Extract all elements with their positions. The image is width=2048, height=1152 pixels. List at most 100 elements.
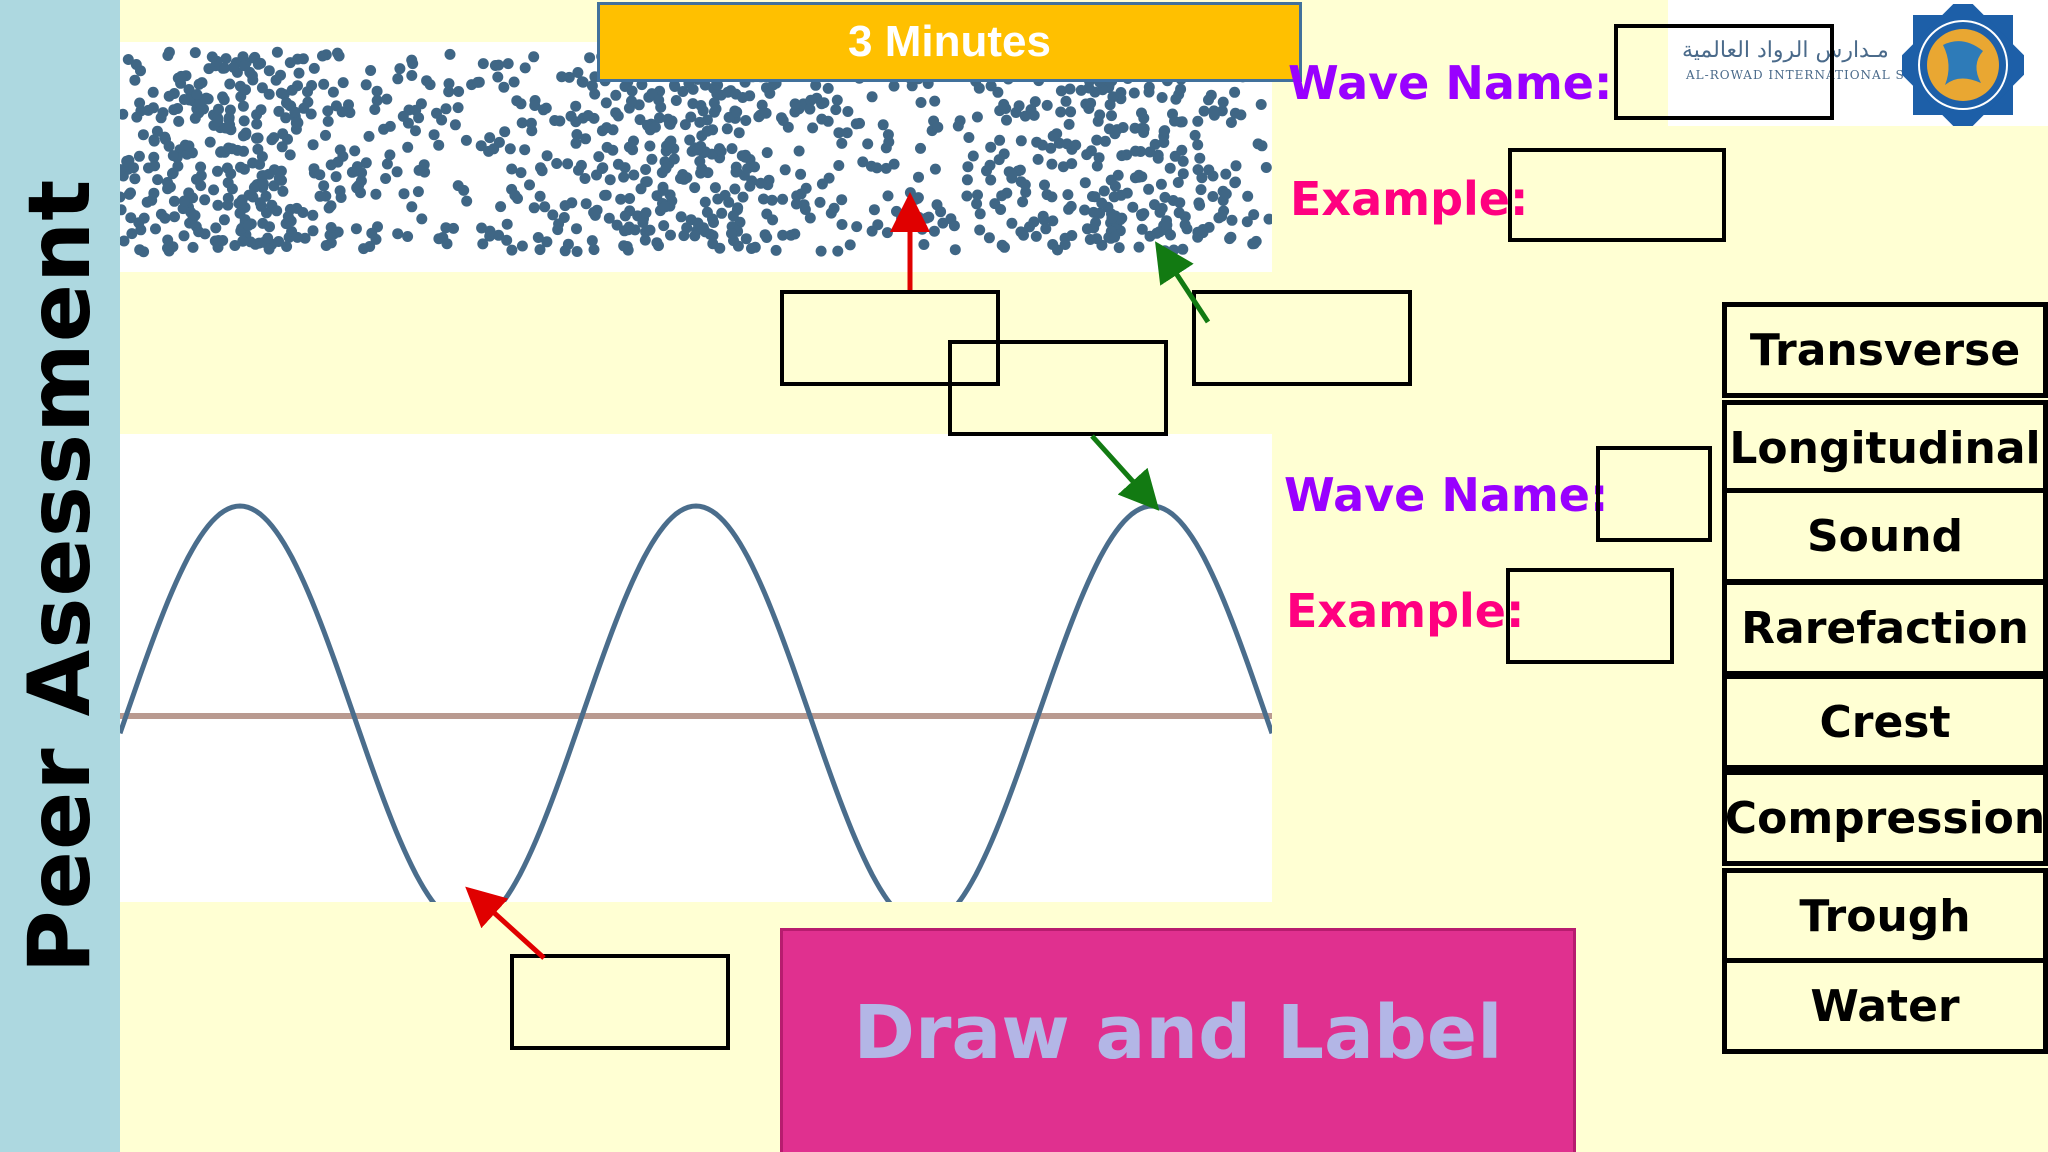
particle-dot [1197,227,1209,239]
particle-dot [208,184,220,196]
particle-dot [117,108,129,120]
particle-dot [220,53,232,65]
particle-dot [236,194,248,206]
particle-dot [1174,197,1186,209]
top-wave-name-blank[interactable] [1614,24,1834,120]
compression-label-blank[interactable] [1192,290,1412,386]
particle-dot [588,207,600,218]
particle-dot [689,230,701,242]
middle-wave-name-blank[interactable] [1596,446,1712,542]
particle-dot [237,235,249,247]
particle-dot [668,153,680,165]
particle-dot [1081,149,1093,161]
particle-dot [262,232,274,244]
particle-dot [325,200,337,212]
particle-dot [737,191,749,203]
word-water[interactable]: Water [1722,958,2048,1054]
particle-dot [996,190,1008,202]
timer-banner: 3 Minutes [597,2,1302,82]
particle-dot [659,201,671,213]
word-rarefaction[interactable]: Rarefaction [1722,580,2048,676]
particle-dot [448,222,459,234]
word-compression[interactable]: Compression [1722,770,2048,866]
particle-dot [992,86,1004,98]
particle-dot [217,91,229,103]
particle-dot [974,224,986,236]
particle-dot [610,107,622,119]
particle-dot [1161,219,1173,231]
particle-dot [1226,214,1238,226]
word-transverse[interactable]: Transverse [1722,302,2048,398]
particle-dot [515,167,527,179]
particle-dot [270,74,282,86]
particle-dot [257,178,269,190]
particle-dot [759,229,771,241]
particle-dot [142,104,154,116]
particle-dot [1117,122,1129,133]
particle-dot [1098,185,1110,197]
particle-dot [1194,199,1206,211]
particle-dot [263,243,275,255]
particle-dot [857,156,869,168]
particle-dot [559,200,571,212]
particle-dot [804,212,816,224]
particle-dot [1216,210,1228,222]
particle-dot [675,211,687,223]
particle-dot [159,212,171,224]
particle-dot [157,107,169,119]
word-longitudinal[interactable]: Longitudinal [1722,400,2048,496]
particle-dot [199,194,211,206]
word-trough[interactable]: Trough [1722,868,2048,964]
particle-dot [732,240,744,252]
particle-dot [828,202,840,214]
particle-dot [579,173,591,184]
particle-dot [307,209,319,221]
particle-dot [1019,110,1031,122]
particle-dot [880,162,892,174]
particle-dot [525,117,537,129]
particle-dot [551,158,563,169]
particle-dot [1194,152,1206,164]
word-sound[interactable]: Sound [1722,488,2048,584]
particle-dot [654,112,665,124]
particle-dot [314,169,326,181]
particle-dot [528,202,540,214]
particle-dot [519,144,531,156]
particle-dot [1090,217,1102,229]
trough-label-blank[interactable] [510,954,730,1050]
particle-dot [240,127,252,139]
particle-dot [586,235,598,247]
particle-dot [365,65,377,76]
particle-dot [475,140,487,152]
particle-dot [877,119,889,131]
particle-dot [1075,84,1087,96]
rarefaction-label-blank[interactable] [780,290,1000,386]
particle-dot [949,244,961,256]
top-example-blank[interactable] [1508,148,1726,242]
particle-dot [593,151,605,163]
particle-dot [577,76,589,88]
particle-dot [1144,146,1156,158]
crest-label-blank[interactable] [948,340,1168,436]
particle-dot [222,177,234,189]
particle-dot [624,193,636,204]
particle-dot [660,162,672,174]
particle-dot [1006,169,1018,181]
particle-dot [537,104,549,116]
particle-dot [709,182,721,194]
particle-dot [284,149,296,161]
particle-dot [871,162,883,174]
draw-and-label-box[interactable]: Draw and Label [780,928,1576,1152]
particle-dot [284,57,296,69]
particle-dot [336,106,348,118]
particle-dot [862,138,874,150]
word-crest[interactable]: Crest [1722,674,2048,770]
particle-dot [833,160,845,171]
particle-dot [1084,234,1096,245]
particle-dot [665,229,676,241]
particle-dot [428,129,440,141]
middle-example-blank[interactable] [1506,568,1674,664]
particle-dot [1112,169,1124,181]
particle-dot [918,239,930,250]
particle-dot [477,58,489,70]
